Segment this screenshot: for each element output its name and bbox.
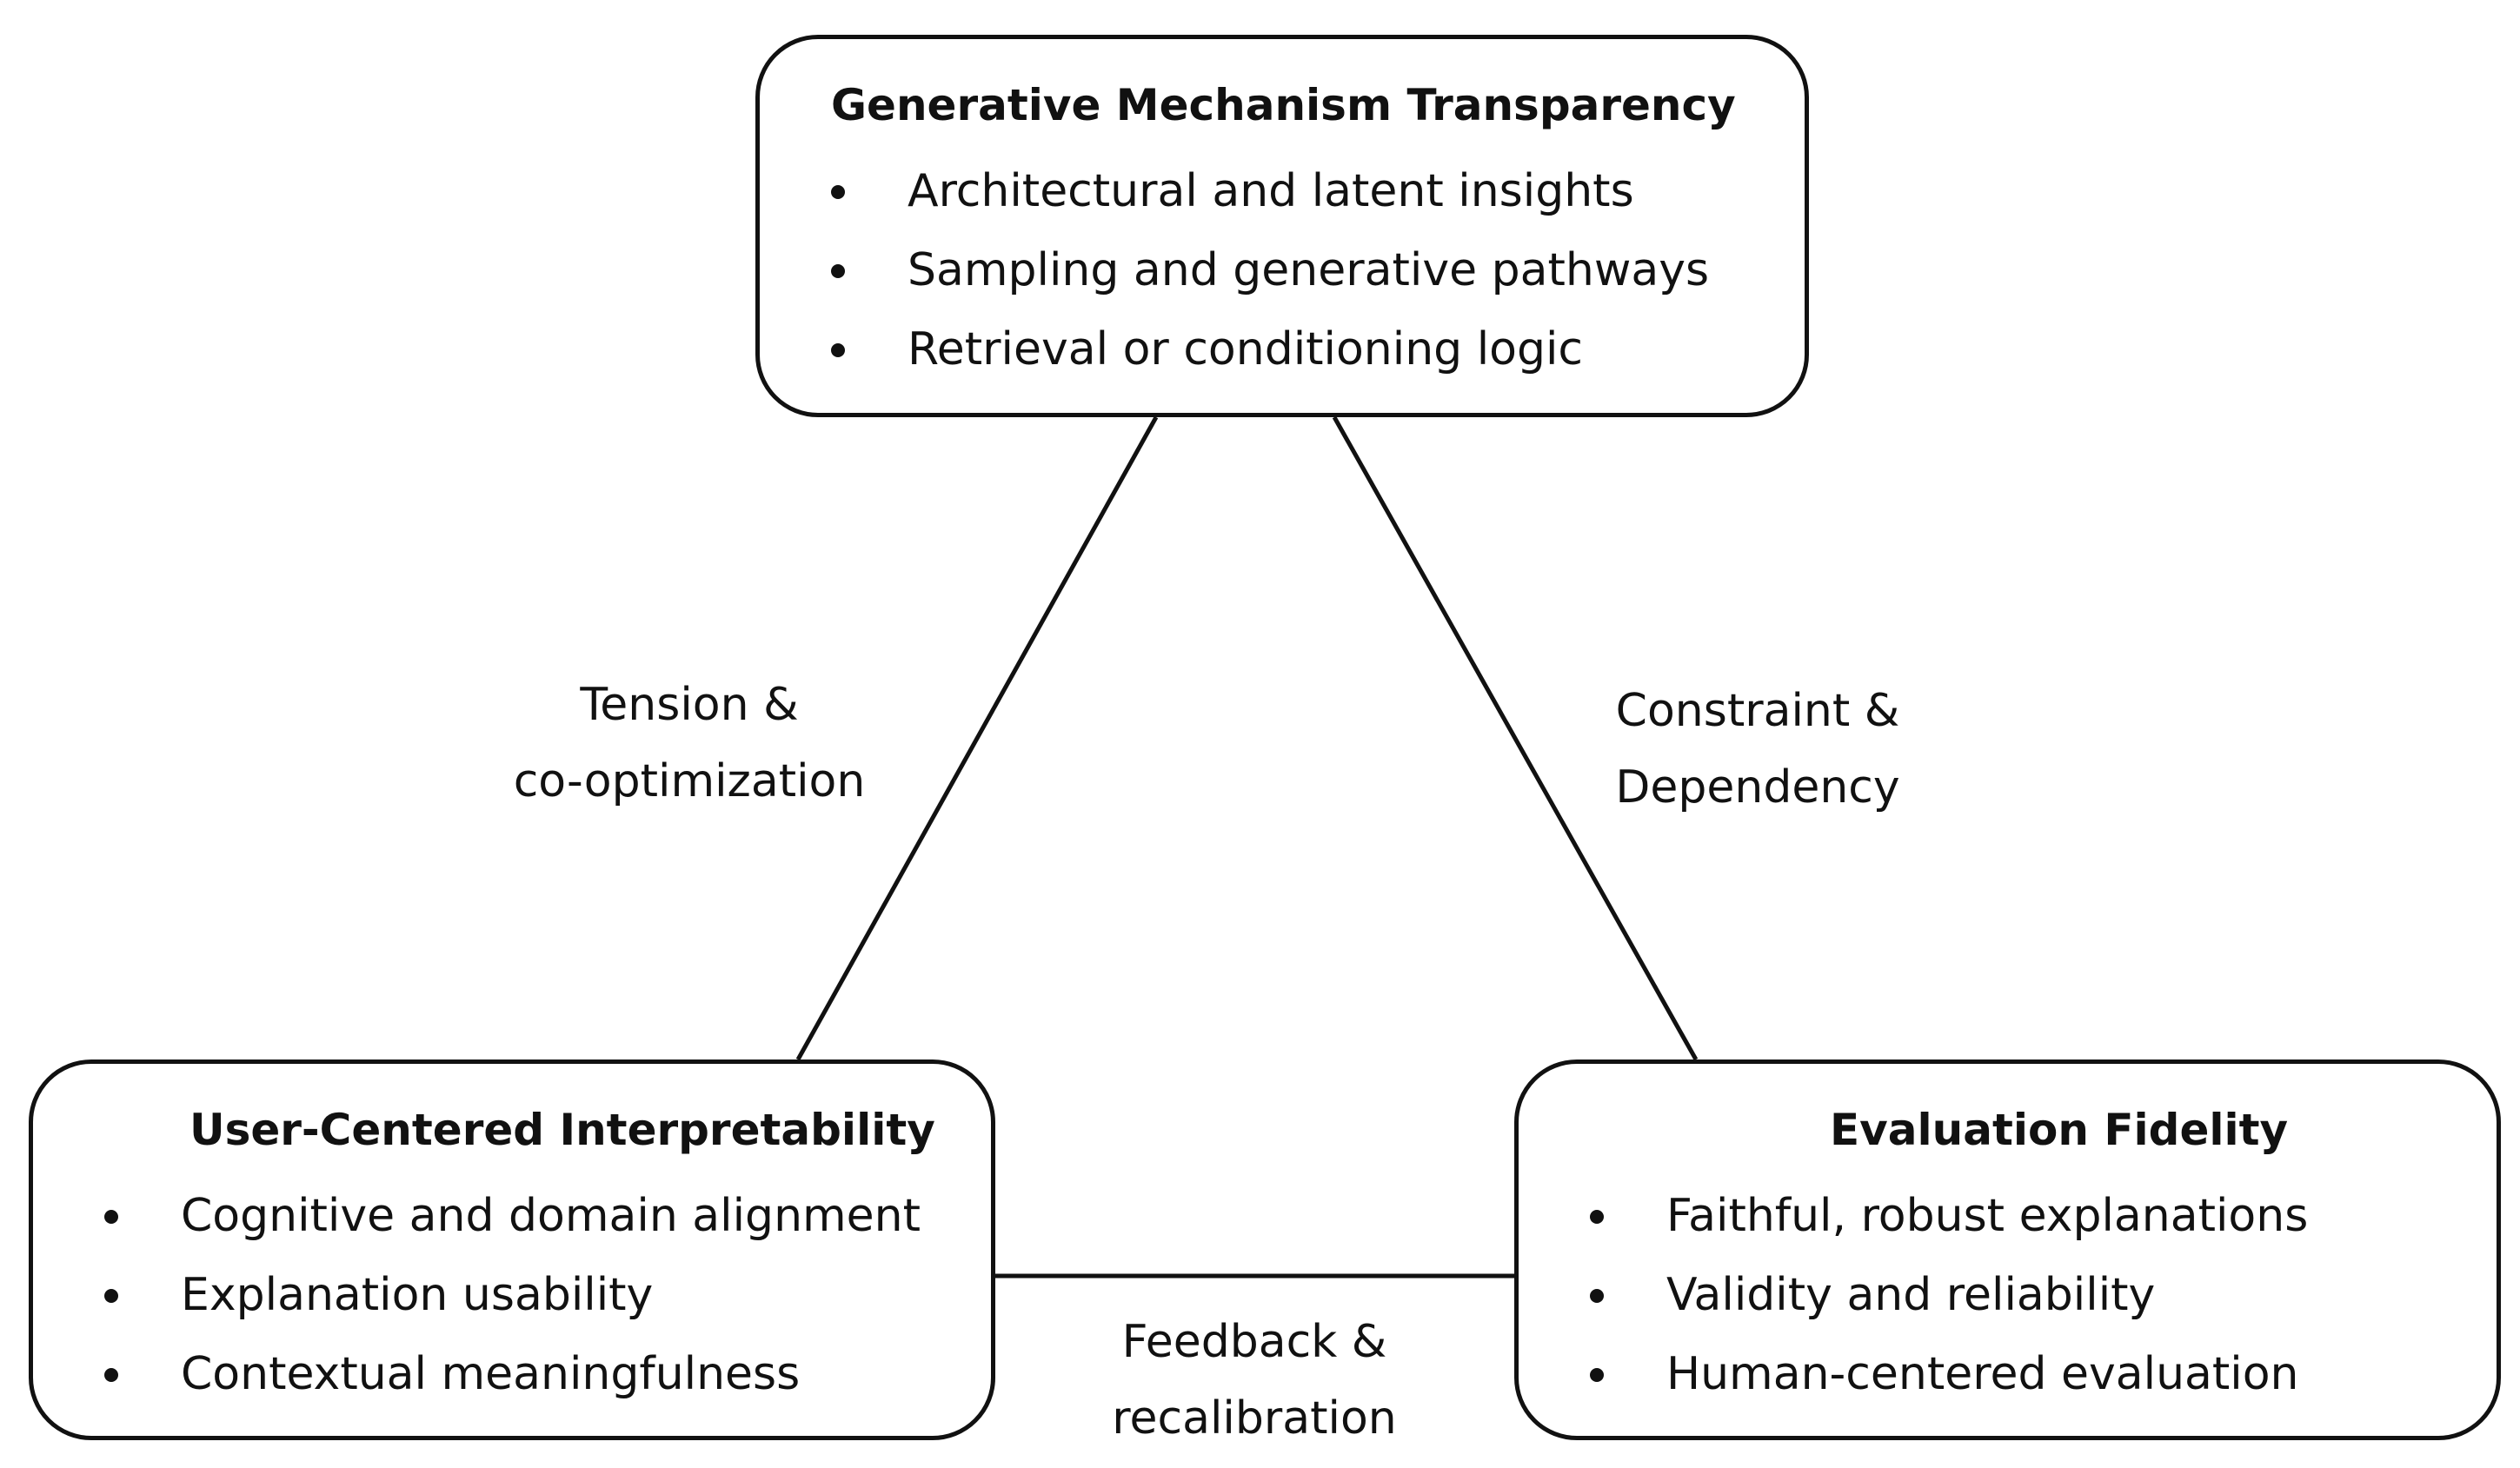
node-title: User-Centered Interpretability [189, 1105, 935, 1155]
edge-label-constraint: Constraint & Dependency [1532, 673, 1984, 826]
edge-label-line: recalibration [1112, 1392, 1397, 1445]
edge-label-line: Feedback & [1121, 1316, 1387, 1368]
list-item-text: Validity and reliability [1666, 1269, 2156, 1321]
list-item-text: Cognitive and domain alignment [181, 1190, 921, 1242]
list-item: Cognitive and domain alignment [104, 1177, 921, 1256]
list-item: Explanation usability [104, 1256, 921, 1335]
bullet-icon [104, 1289, 118, 1303]
bullet-icon [1590, 1368, 1604, 1382]
edge-label-tension: Tension & co-optimization [463, 667, 915, 820]
list-item-text: Contextual meaningfulness [181, 1348, 801, 1400]
edge-label-feedback: Feedback & recalibration [1028, 1304, 1480, 1457]
node-title: Evaluation Fidelity [1830, 1105, 2289, 1155]
list-item: Sampling and generative pathways [831, 231, 1709, 310]
bullet-icon [1590, 1289, 1604, 1303]
node-evaluation-fidelity: Evaluation Fidelity Faithful, robust exp… [1514, 1059, 2501, 1440]
bullet-icon [1590, 1210, 1604, 1224]
edge-label-line: co-optimization [513, 755, 866, 807]
bullet-icon [831, 185, 845, 199]
bullet-icon [831, 343, 845, 357]
list-item-text: Faithful, robust explanations [1666, 1190, 2309, 1242]
list-item-text: Explanation usability [181, 1269, 654, 1321]
list-item: Retrieval or conditioning logic [831, 310, 1709, 389]
node-bullet-list: Faithful, robust explanations Validity a… [1590, 1177, 2308, 1414]
edge-label-line: Tension & [580, 679, 799, 731]
bullet-icon [831, 264, 845, 278]
list-item-text: Human-centered evaluation [1666, 1348, 2299, 1400]
bullet-icon [104, 1368, 118, 1382]
node-title: Generative Mechanism Transparency [831, 80, 1736, 130]
list-item: Contextual meaningfulness [104, 1335, 921, 1414]
edge-label-line: Constraint & [1615, 685, 1900, 737]
edge-line-top-right [1332, 415, 1699, 1061]
list-item-text: Architectural and latent insights [908, 165, 1634, 217]
list-item: Human-centered evaluation [1590, 1335, 2308, 1414]
edge-label-line: Dependency [1615, 761, 1900, 814]
node-bullet-list: Architectural and latent insights Sampli… [831, 152, 1709, 389]
bullet-icon [104, 1210, 118, 1224]
list-item: Faithful, robust explanations [1590, 1177, 2308, 1256]
edge-line-top-left [795, 415, 1159, 1061]
node-generative-mechanism-transparency: Generative Mechanism Transparency Archit… [755, 35, 1809, 417]
list-item-text: Sampling and generative pathways [908, 244, 1710, 296]
list-item-text: Retrieval or conditioning logic [908, 323, 1584, 375]
node-user-centered-interpretability: User-Centered Interpretability Cognitive… [29, 1059, 995, 1440]
list-item: Architectural and latent insights [831, 152, 1709, 231]
node-bullet-list: Cognitive and domain alignment Explanati… [104, 1177, 921, 1414]
list-item: Validity and reliability [1590, 1256, 2308, 1335]
